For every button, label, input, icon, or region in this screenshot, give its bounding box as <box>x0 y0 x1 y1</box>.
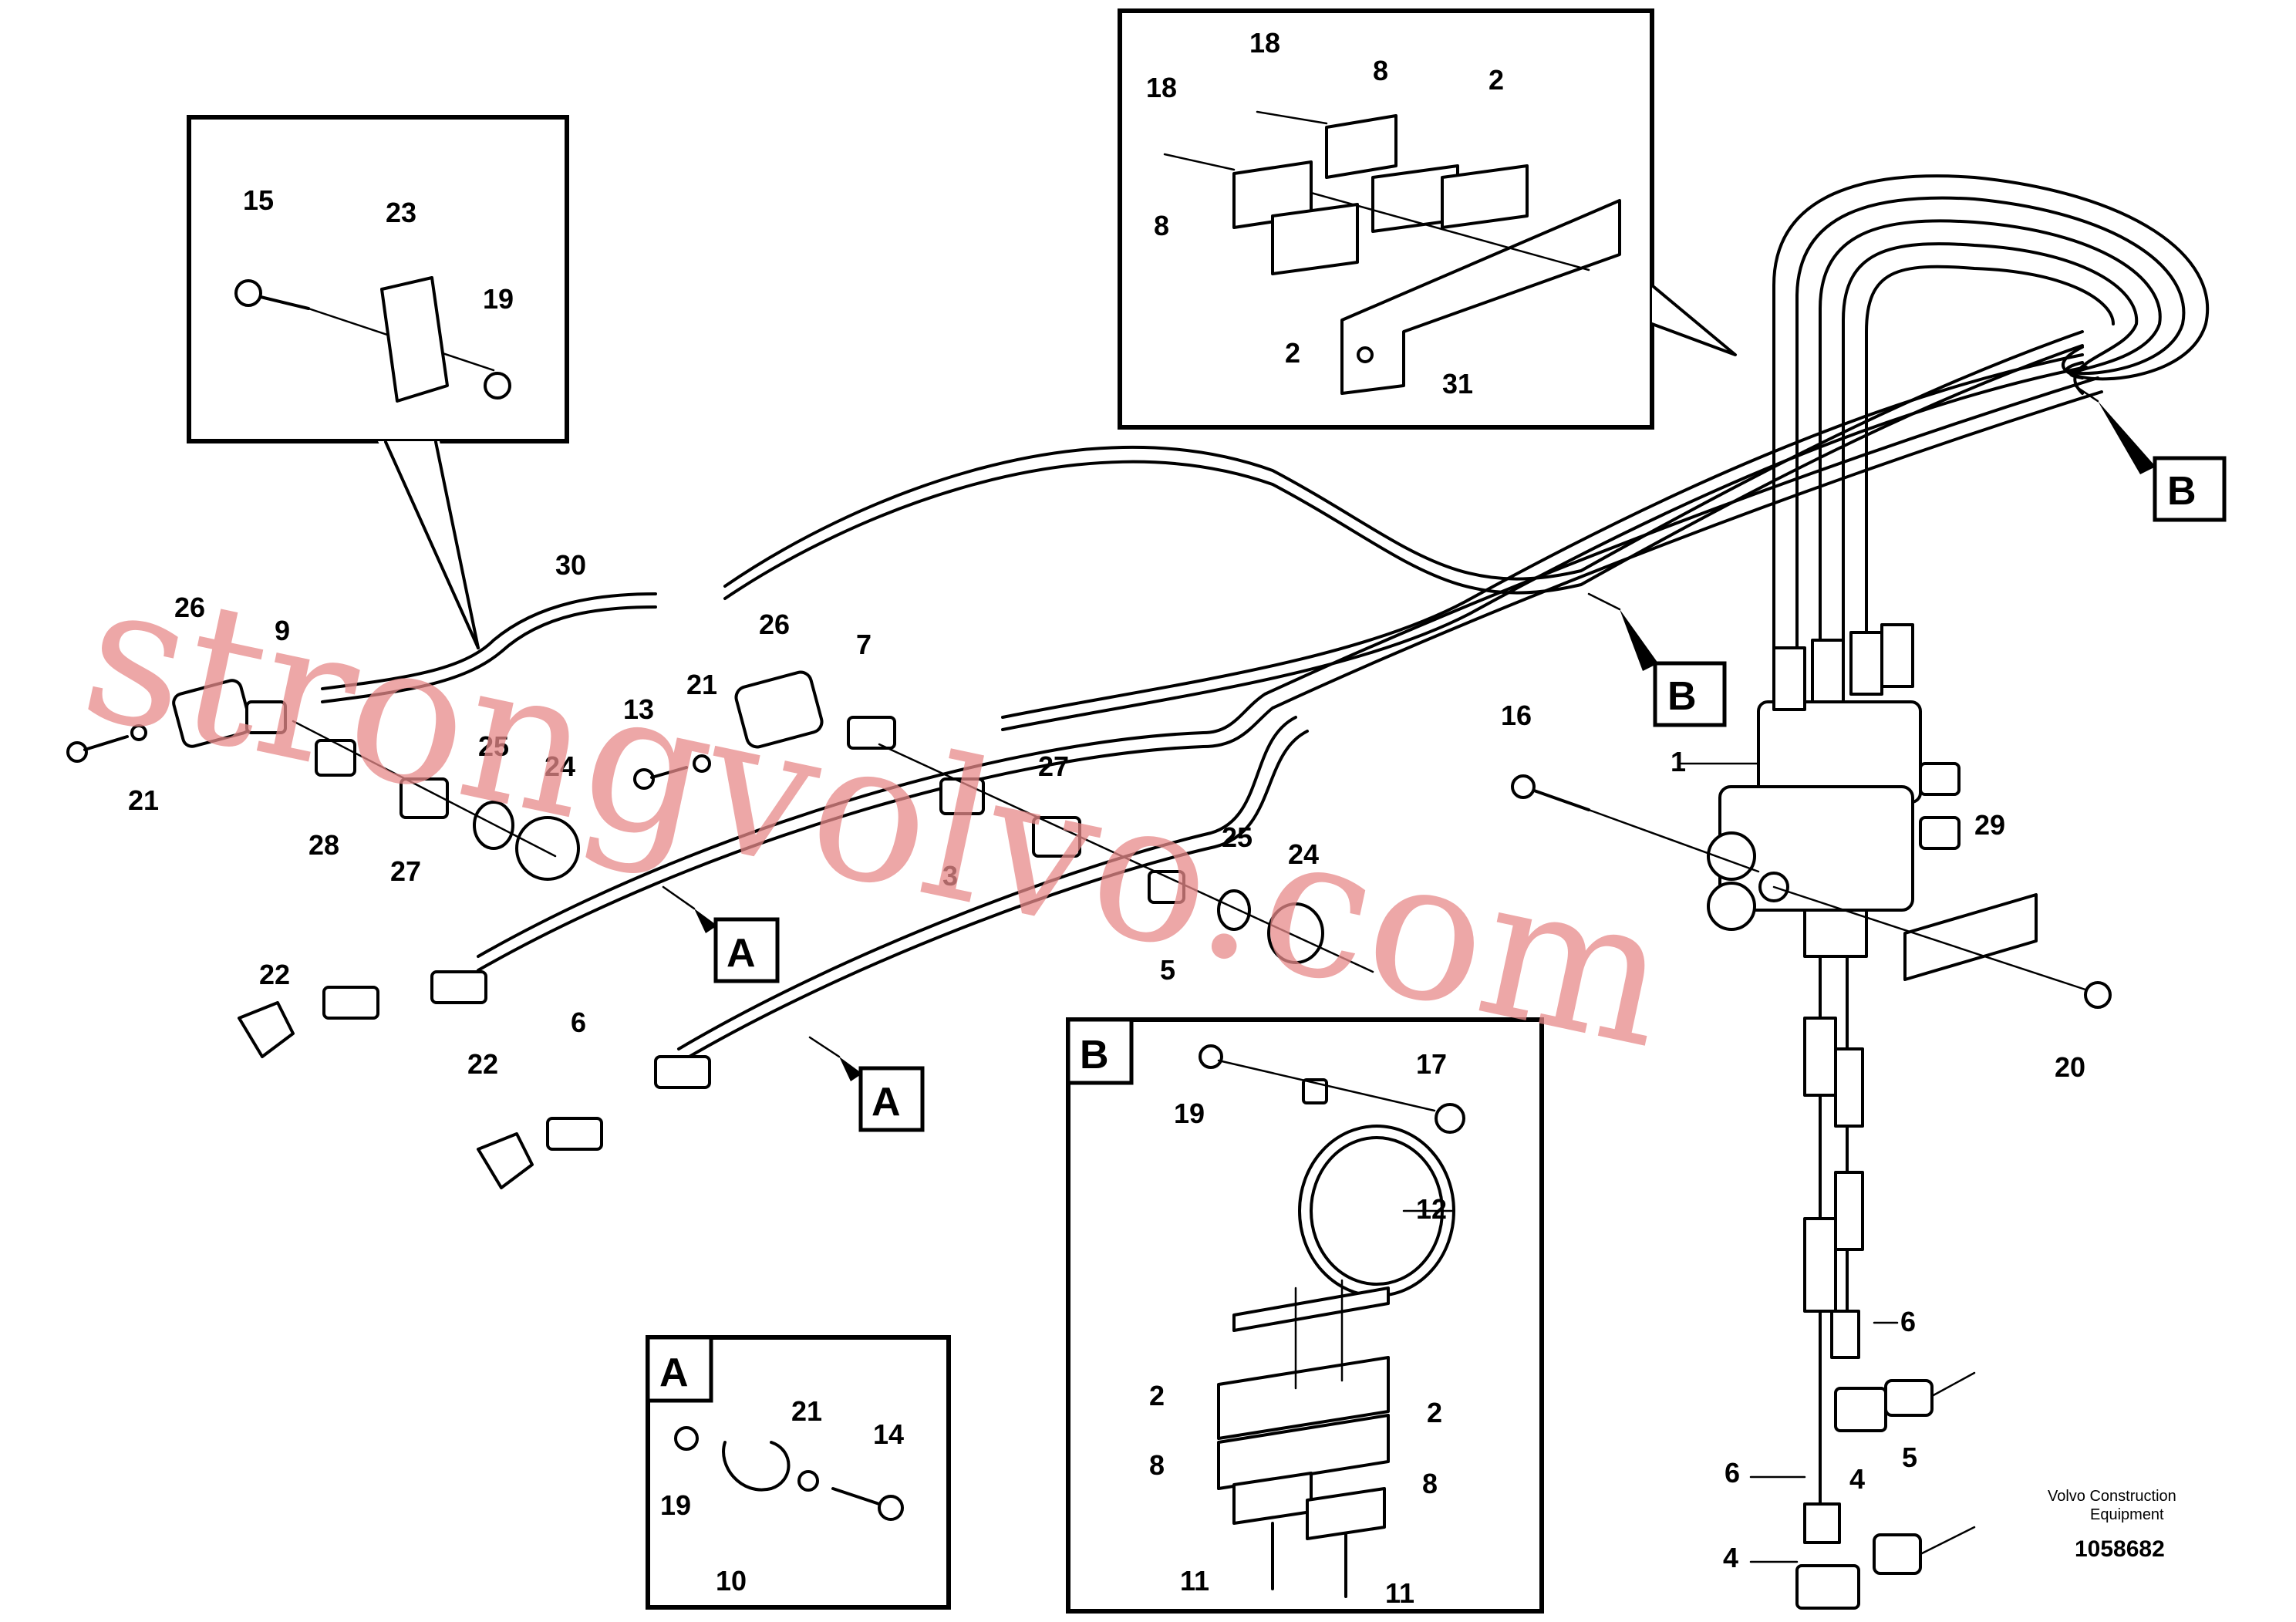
hose-loop <box>1772 174 2209 649</box>
callout-6: 6 <box>571 1007 586 1038</box>
callout-28: 28 <box>308 829 339 861</box>
callout-5: 5 <box>1902 1442 1917 1473</box>
callout-26: 26 <box>174 592 205 623</box>
callout-2: 2 <box>1285 337 1300 369</box>
inset-title-b: B <box>1080 1033 1109 1077</box>
callout-2: 2 <box>1149 1380 1165 1411</box>
view-tags <box>662 384 2227 1132</box>
left-fittings <box>66 670 1374 1189</box>
inset-view-b <box>1066 1017 1544 1614</box>
callout-19: 19 <box>1174 1098 1205 1129</box>
callout-5: 5 <box>1160 954 1175 986</box>
callout-4: 4 <box>1849 1463 1865 1495</box>
callout-25: 25 <box>1222 821 1253 853</box>
callout-9: 9 <box>275 615 290 646</box>
manufacturer-line-1: Volvo Construction <box>2048 1488 2176 1505</box>
callout-24: 24 <box>544 750 575 782</box>
callout-8: 8 <box>1154 210 1169 241</box>
callout-18: 18 <box>1249 27 1280 59</box>
callout-26: 26 <box>759 609 790 640</box>
callout-6: 6 <box>1725 1457 1740 1489</box>
callout-labels: 15 23 19 18 8 2 18 8 2 31 30 26 9 26 7 1… <box>128 27 2085 1609</box>
view-tag-a-1: A <box>727 931 756 976</box>
callout-21: 21 <box>686 669 717 700</box>
callout-17: 17 <box>1416 1048 1447 1080</box>
drawing-number: 1058682 <box>2075 1536 2165 1562</box>
callout-13: 13 <box>623 693 654 725</box>
callout-4: 4 <box>1723 1542 1738 1573</box>
callout-11: 11 <box>1180 1565 1209 1597</box>
callout-15: 15 <box>243 184 274 216</box>
callout-24: 24 <box>1288 838 1319 870</box>
callout-8: 8 <box>1149 1449 1165 1481</box>
inset-view-a <box>646 1335 951 1610</box>
inset-clamp-assembly <box>1118 8 1737 430</box>
inset-clamp-23 <box>187 115 569 649</box>
callout-1: 1 <box>1671 746 1686 777</box>
callout-7: 7 <box>856 629 872 660</box>
callout-21: 21 <box>128 784 159 816</box>
callout-3: 3 <box>942 860 958 892</box>
callout-27: 27 <box>390 855 421 887</box>
callout-23: 23 <box>386 197 416 228</box>
view-tag-a-2: A <box>872 1080 901 1125</box>
view-tag-b-1: B <box>1667 674 1697 719</box>
callout-19: 19 <box>483 283 514 315</box>
callout-29: 29 <box>1974 809 2005 841</box>
hose-routing <box>321 330 2103 1064</box>
callout-16: 16 <box>1501 700 1532 731</box>
callout-21: 21 <box>791 1395 822 1427</box>
callout-20: 20 <box>2055 1051 2085 1083</box>
callout-30: 30 <box>555 549 586 581</box>
control-valve-block <box>1511 623 2112 1610</box>
callout-2: 2 <box>1427 1397 1442 1428</box>
callout-8: 8 <box>1422 1468 1438 1499</box>
callout-6: 6 <box>1900 1306 1916 1337</box>
callout-18: 18 <box>1146 72 1177 103</box>
callout-31: 31 <box>1442 368 1473 400</box>
callout-10: 10 <box>716 1565 747 1597</box>
leader-lines <box>1402 762 1899 1563</box>
watermark: strongvolvo.com <box>67 538 1687 1091</box>
view-tag-b-2: B <box>2167 469 2197 514</box>
callout-14: 14 <box>873 1418 904 1450</box>
callout-22: 22 <box>259 959 290 990</box>
inset-title-a: A <box>659 1351 689 1395</box>
callout-25: 25 <box>478 730 509 762</box>
callout-12: 12 <box>1416 1193 1447 1225</box>
callout-2: 2 <box>1489 64 1504 96</box>
callout-19: 19 <box>660 1489 691 1521</box>
callout-27: 27 <box>1038 750 1069 782</box>
callout-8: 8 <box>1373 55 1388 86</box>
manufacturer-line-2: Equipment <box>2090 1506 2164 1523</box>
callout-22: 22 <box>467 1048 498 1080</box>
callout-11: 11 <box>1385 1577 1414 1609</box>
